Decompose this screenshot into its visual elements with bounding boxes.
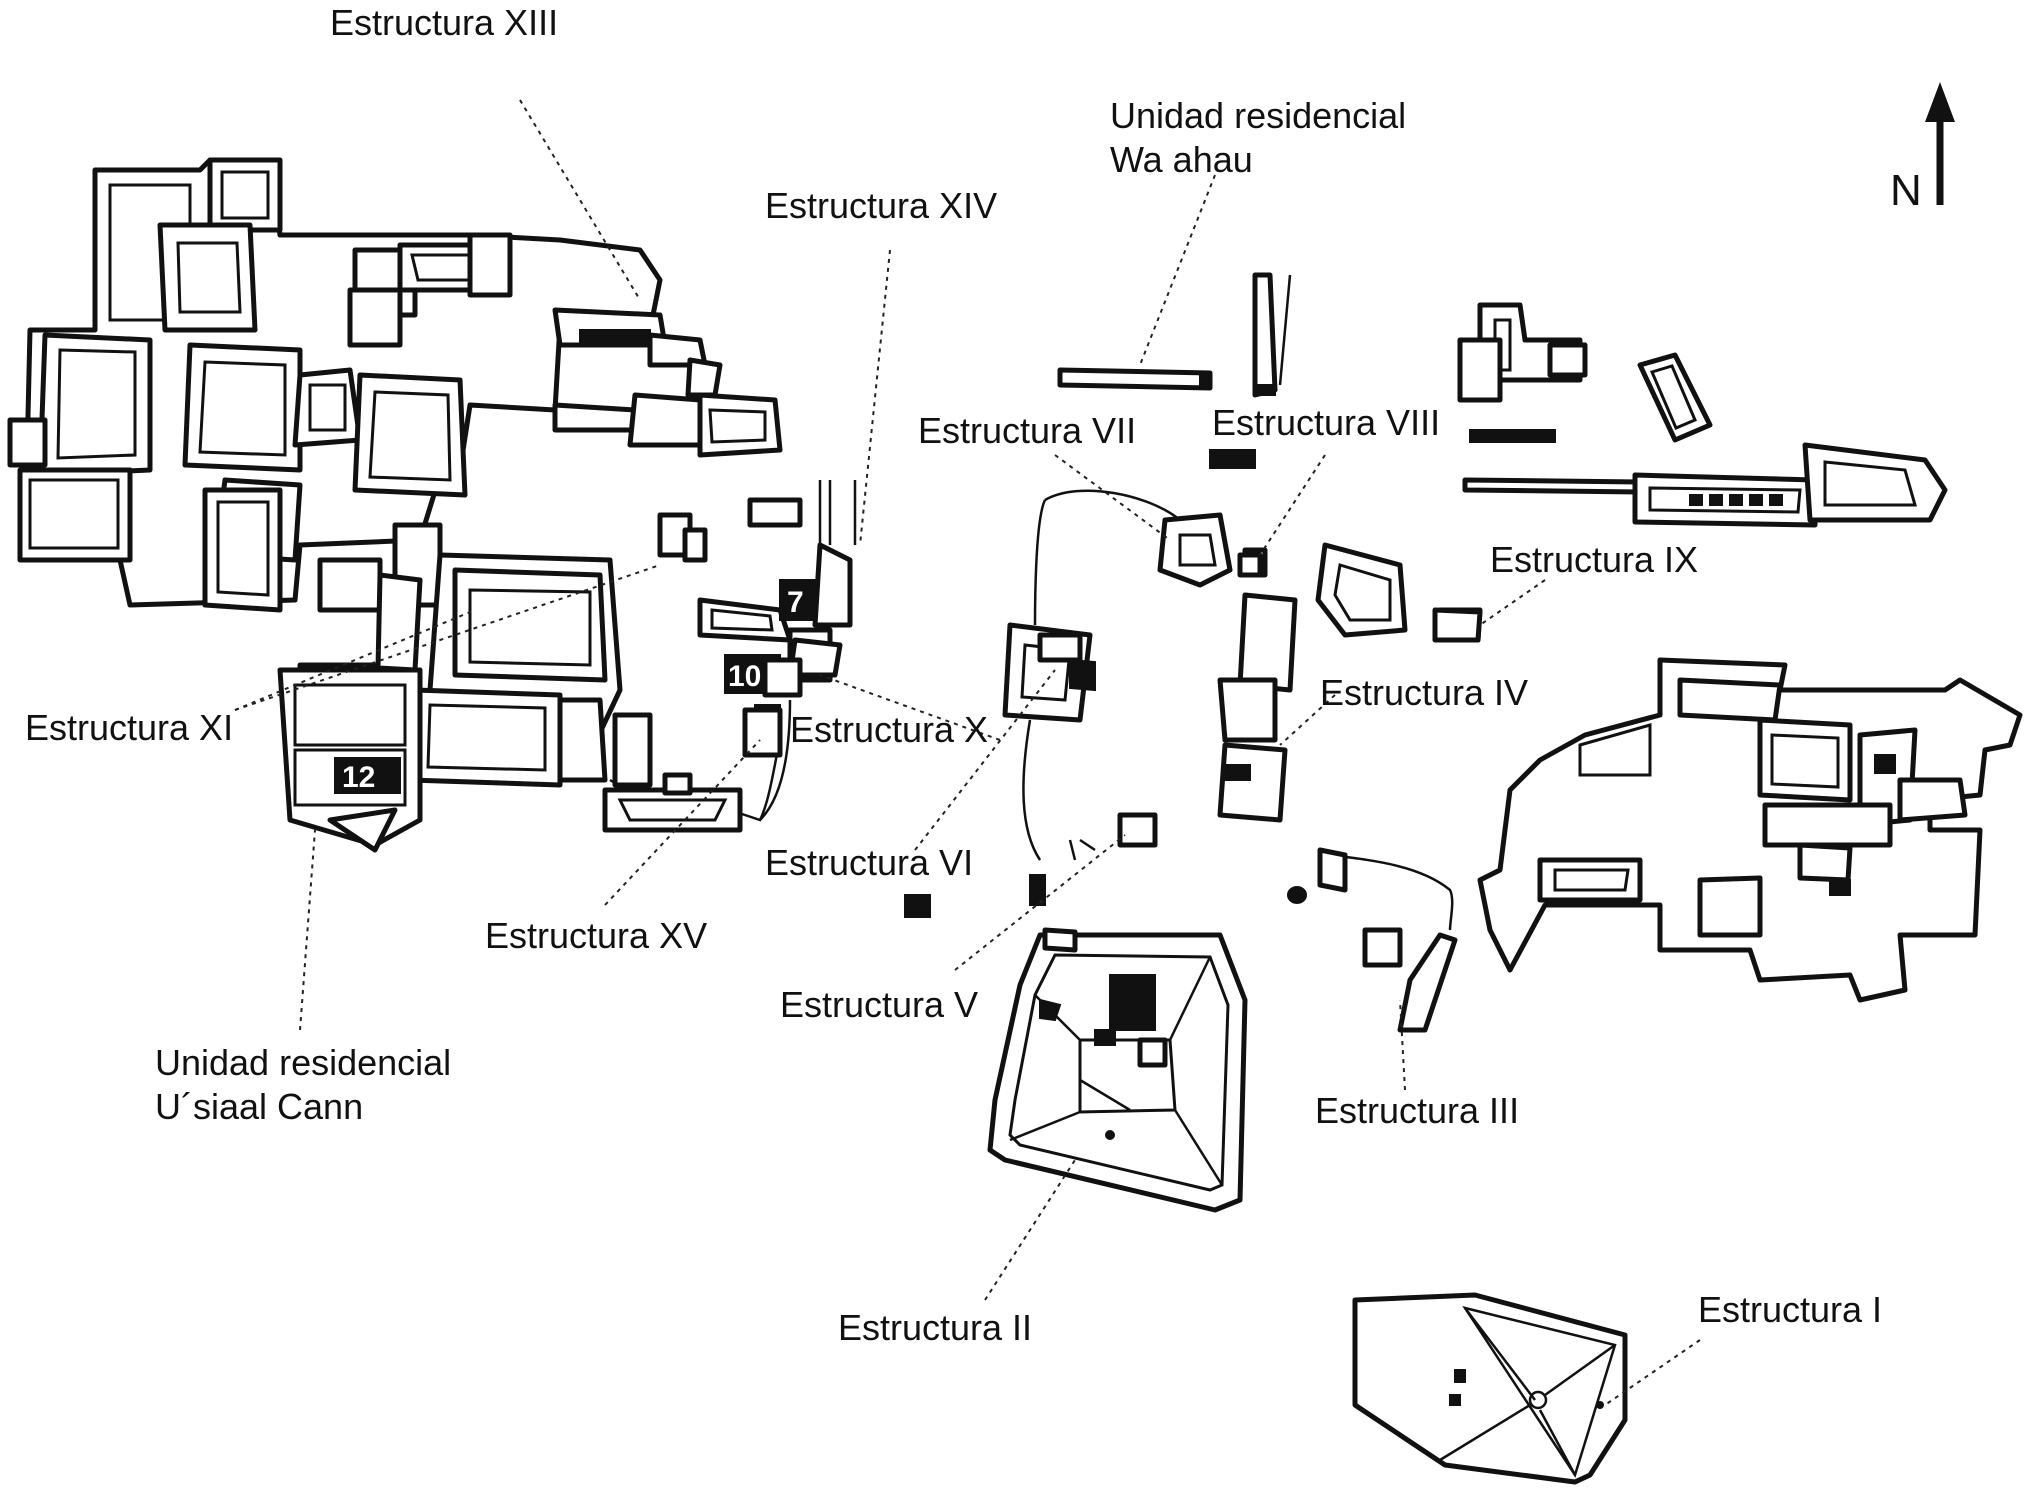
label-wa-ahau-line2: Wa ahau — [1110, 139, 1253, 180]
leader-lines — [234, 99, 1701, 1406]
label-estructura-xv: Estructura XV — [485, 915, 707, 956]
estructura-i — [1352, 1292, 1628, 1485]
label-usiaal-line2: U´siaal Cann — [155, 1086, 363, 1127]
north-label: N — [1890, 166, 1922, 215]
leader-iii — [1399, 999, 1406, 1091]
leader-vii — [1054, 454, 1171, 541]
label-estructura-ii: Estructura II — [838, 1307, 1032, 1348]
leader-wa-ahau — [1139, 174, 1216, 366]
label-estructura-viii: Estructura VIII — [1212, 402, 1440, 443]
label-estructura-i: Estructura I — [1698, 1289, 1882, 1330]
marker-12: 12 — [342, 761, 375, 794]
label-estructura-xiv: Estructura XIV — [765, 185, 997, 226]
label-estructura-iv: Estructura IV — [1320, 672, 1528, 713]
leader-v — [954, 834, 1126, 971]
label-estructura-xi: Estructura XI — [25, 707, 233, 748]
label-estructura-vi: Estructura VI — [765, 842, 973, 883]
east-complex — [1317, 657, 2023, 1033]
leader-xi-b — [234, 609, 476, 711]
label-estructura-iii: Estructura III — [1315, 1090, 1519, 1131]
label-estructura-x: Estructura X — [790, 709, 988, 750]
leader-usiaal — [299, 829, 316, 1031]
leader-iv — [1279, 694, 1336, 746]
leader-ii — [984, 1159, 1076, 1301]
northeast-group — [1432, 302, 1948, 643]
estructura-ii-pyramid — [987, 927, 1248, 1213]
leader-xv — [604, 739, 761, 906]
label-usiaal-line1: Unidad residencial — [155, 1042, 451, 1083]
leader-xiv — [859, 249, 891, 546]
wa-ahau-group — [1057, 272, 1483, 823]
northwest-complex — [7, 157, 803, 613]
leader-vi — [914, 669, 1056, 851]
leader-ix — [1479, 579, 1546, 626]
label-estructura-xiii: Estructura XIII — [330, 2, 558, 43]
marker-10: 10 — [728, 660, 761, 693]
map-labels: Estructura XIII Unidad residencial Wa ah… — [25, 2, 1882, 1348]
central-group: 7 10 — [697, 449, 1307, 918]
leader-xi-a — [234, 564, 661, 711]
label-estructura-vii: Estructura VII — [918, 410, 1136, 451]
leader-xiii — [519, 99, 641, 301]
leader-i — [1604, 1339, 1701, 1406]
label-estructura-v: Estructura V — [780, 984, 978, 1025]
marker-7: 7 — [787, 586, 804, 619]
label-estructura-ix: Estructura IX — [1490, 539, 1698, 580]
label-wa-ahau-line1: Unidad residencial — [1110, 95, 1406, 136]
leader-viii — [1259, 454, 1326, 556]
north-arrow: N — [1890, 82, 1955, 215]
